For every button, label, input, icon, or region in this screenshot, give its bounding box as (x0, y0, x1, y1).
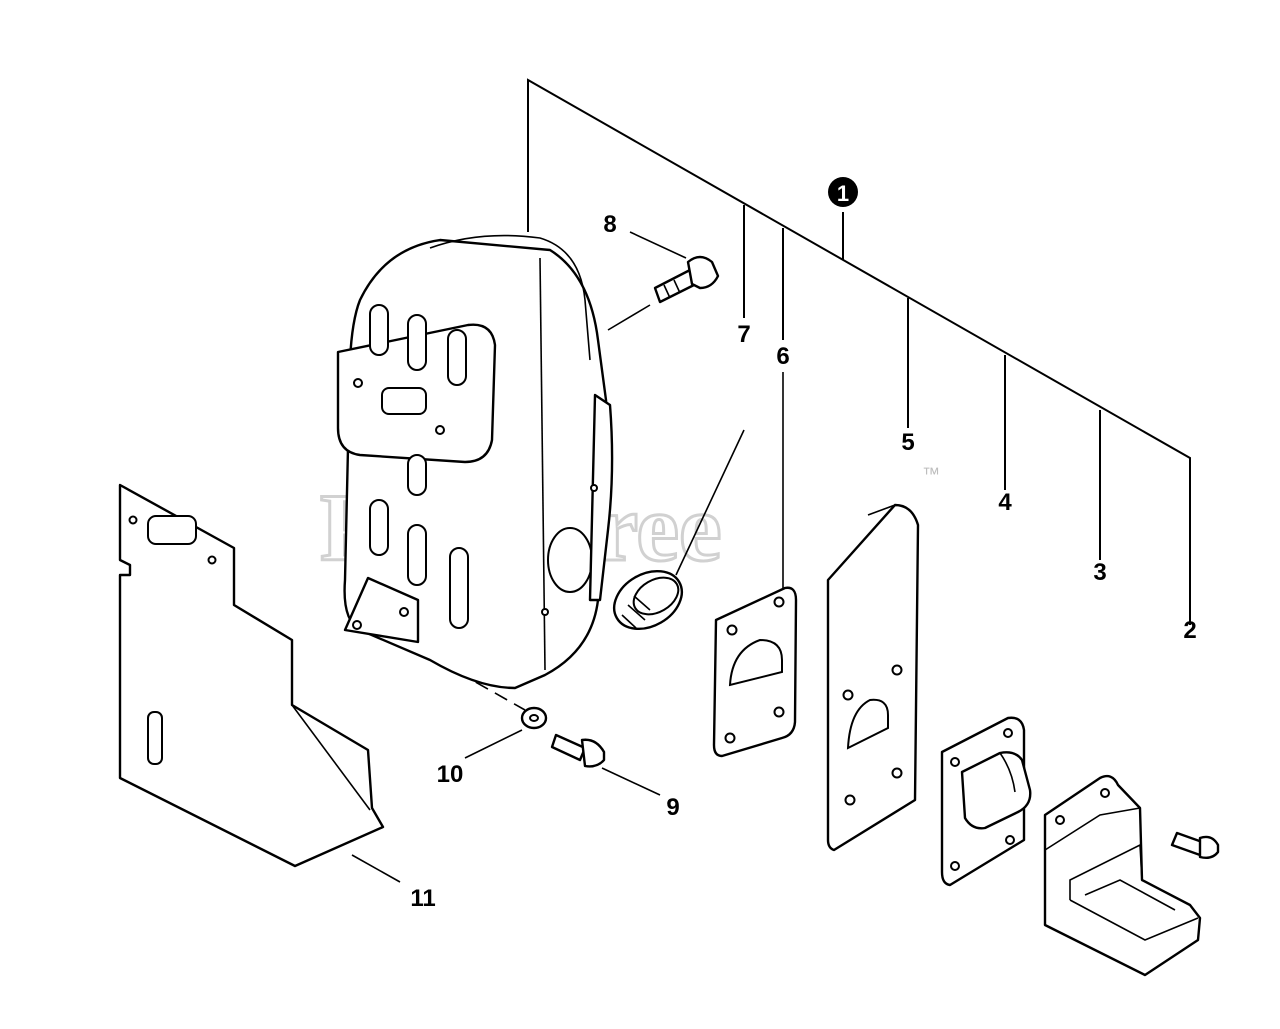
callout-7[interactable]: 7 (737, 321, 750, 348)
part-7-spark-screen[interactable] (604, 559, 692, 640)
part-8-bolt[interactable] (653, 255, 720, 304)
watermark-trademark: ™ (922, 464, 940, 484)
assembly-badge[interactable]: 1 (828, 177, 858, 207)
muffler-body[interactable] (336, 234, 614, 690)
callout-5[interactable]: 5 (901, 429, 914, 456)
callout-4[interactable]: 4 (998, 489, 1012, 516)
callout-3[interactable]: 3 (1093, 559, 1106, 586)
assembly-badge-label: 1 (837, 181, 849, 206)
callout-6[interactable]: 6 (776, 343, 789, 370)
callout-labels: 2 3 4 5 6 7 8 9 10 11 (410, 211, 1196, 912)
callout-11[interactable]: 11 (410, 885, 435, 912)
part-9-screw[interactable] (550, 733, 606, 768)
assembly-bracket (527, 78, 1191, 625)
part-5-plate[interactable] (826, 503, 920, 852)
part-4-baffle[interactable] (940, 716, 1032, 887)
part-10-washer[interactable] (520, 706, 548, 730)
callout-8[interactable]: 8 (603, 211, 616, 238)
part-3-cover[interactable] (1043, 774, 1202, 977)
callout-10[interactable]: 10 (437, 761, 464, 788)
part-6-gasket[interactable] (712, 586, 798, 758)
part-2-screw[interactable] (1170, 831, 1220, 860)
part-11-heat-shield[interactable] (118, 483, 385, 868)
callout-2[interactable]: 2 (1183, 617, 1196, 644)
callout-9[interactable]: 9 (666, 794, 679, 821)
